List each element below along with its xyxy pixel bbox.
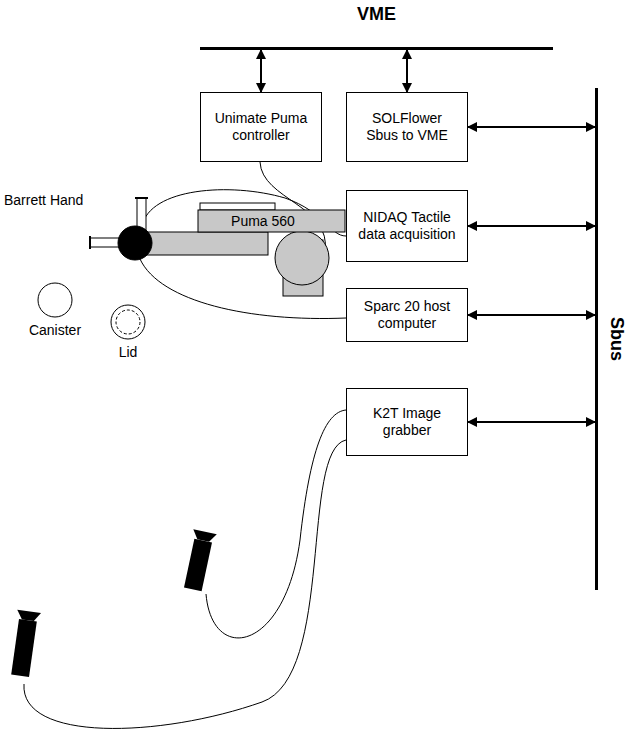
part-label: Puma 560 (231, 213, 295, 229)
canister-symbol (38, 283, 72, 317)
process-box: Sparc 20 host computer (346, 288, 468, 342)
arm-shoulder (275, 231, 329, 285)
camera-symbol (181, 529, 217, 592)
bus-bar: Sbus (595, 88, 635, 590)
bus-bar: VME (200, 4, 553, 50)
bus-connector (468, 421, 595, 423)
arm-upper (198, 210, 345, 232)
process-box: K2T Image grabber (346, 388, 468, 456)
box-label: K2T Image grabber (355, 405, 459, 439)
cable (24, 162, 346, 728)
bus-connector (406, 50, 408, 92)
lid-inner (116, 310, 140, 334)
puma-arm (140, 203, 345, 296)
bus-connector (468, 225, 595, 227)
hand-palm (118, 226, 152, 260)
bus-line (595, 88, 598, 590)
lid-symbol (111, 305, 145, 339)
process-box: NIDAQ Tactile data acquisition (346, 190, 468, 262)
finger-tip (89, 236, 91, 249)
bus-connector (260, 50, 262, 92)
bus-connector (468, 314, 595, 316)
box-label: SOLFlower Sbus to VME (355, 110, 459, 144)
bus-connector (468, 126, 595, 128)
bus-label: VME (200, 4, 553, 25)
part-label: Lid (119, 344, 138, 360)
camera-cable (206, 410, 346, 638)
process-box: Unimate Puma controller (200, 92, 322, 162)
tactile-cable (142, 190, 346, 236)
barrett-hand (90, 198, 152, 260)
box-label: Sparc 20 host computer (355, 298, 459, 332)
box-label: Unimate Puma controller (209, 110, 313, 144)
camera-symbol (8, 610, 41, 678)
box-label: NIDAQ Tactile data acquisition (355, 209, 459, 243)
arm-plate (200, 203, 275, 210)
bus-label: Sbus (606, 317, 627, 361)
arm-forearm (140, 232, 268, 255)
part-label: Barrett Hand (4, 192, 83, 208)
process-box: SOLFlower Sbus to VME (346, 92, 468, 162)
camera-cable (24, 440, 346, 728)
part-label: Canister (29, 322, 81, 338)
finger-tip (135, 197, 148, 199)
bus-line (200, 47, 553, 50)
